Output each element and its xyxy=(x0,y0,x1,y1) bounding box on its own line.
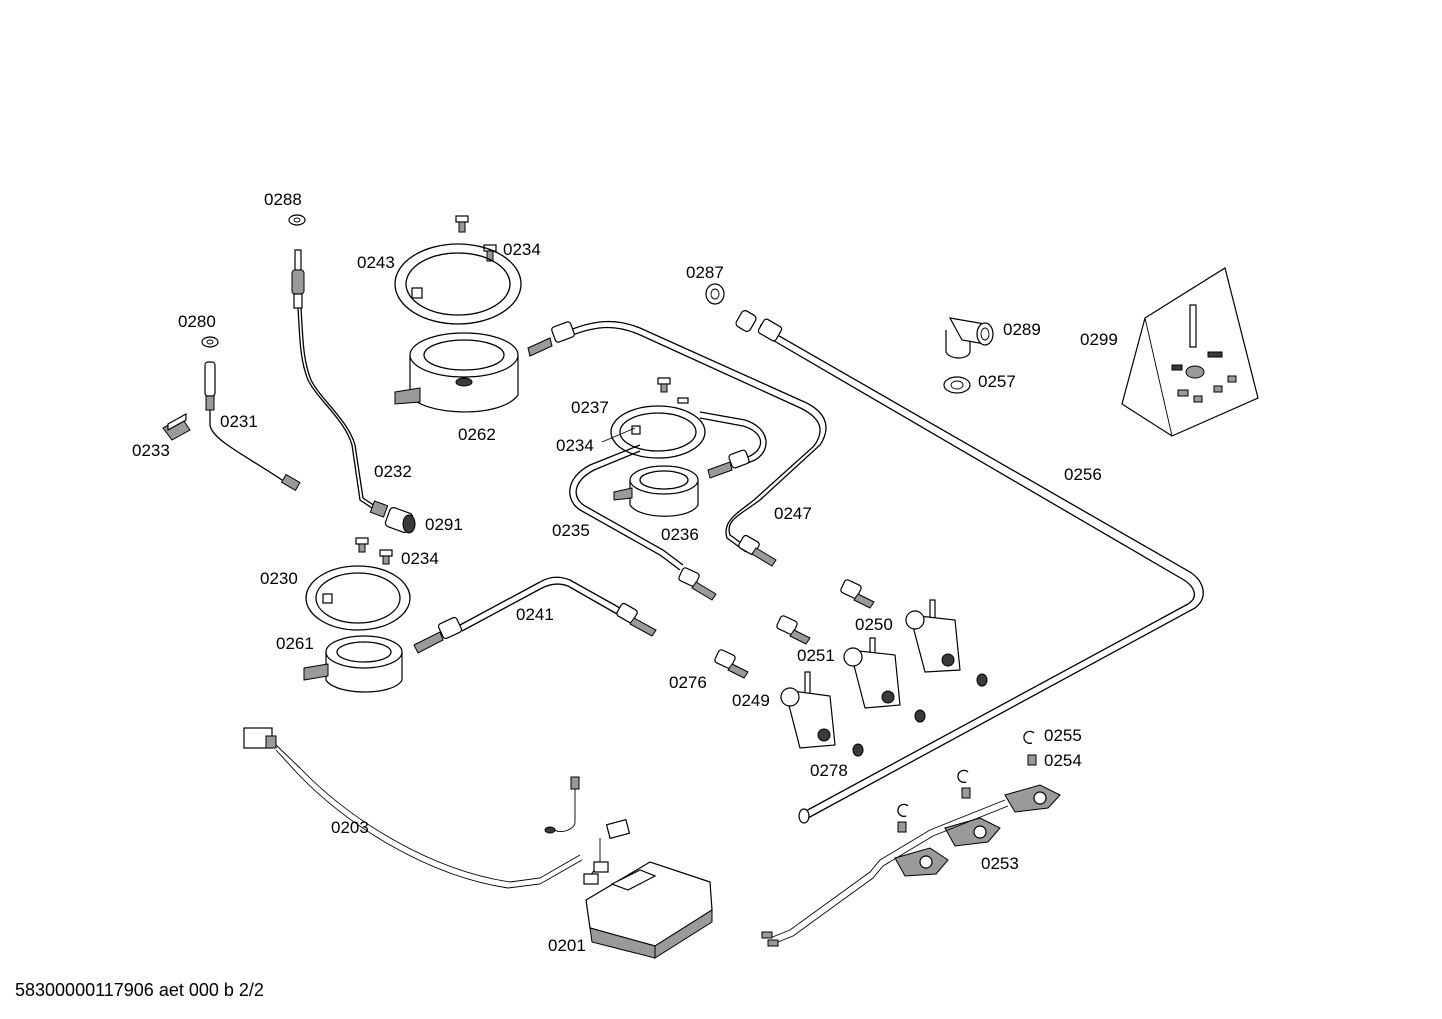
label-0237: 0237 xyxy=(571,398,609,417)
pipe-fitting-0247-bottom xyxy=(738,534,777,567)
label-0251: 0251 xyxy=(797,646,835,665)
label-0203: 0203 xyxy=(331,818,369,837)
burner-cup-0261 xyxy=(303,635,403,693)
label-0253: 0253 xyxy=(981,854,1019,873)
ignition-electrode-0231 xyxy=(204,361,301,492)
label-0235: 0235 xyxy=(552,521,590,540)
label-0250: 0250 xyxy=(855,615,893,634)
leader-lines xyxy=(601,427,636,443)
gas-pipe-0256 xyxy=(759,324,1204,824)
label-0234-c: 0234 xyxy=(401,549,439,568)
gas-valve-0249 xyxy=(780,671,836,749)
pipe-fitting-0256 xyxy=(735,310,783,342)
label-0278: 0278 xyxy=(810,761,848,780)
screw-0234-c2 xyxy=(379,549,393,565)
gas-valve-right xyxy=(905,599,961,673)
label-0261: 0261 xyxy=(276,634,314,653)
nut-0291 xyxy=(384,507,416,534)
gas-pipe-0235 xyxy=(569,411,767,571)
nut-0278 xyxy=(852,673,988,757)
pipe-fitting-0241-left xyxy=(413,616,463,654)
injector-0250 xyxy=(840,579,875,609)
pipe-fitting-0241-right xyxy=(616,602,657,637)
label-0262: 0262 xyxy=(458,425,496,444)
label-0234-a: 0234 xyxy=(503,240,541,259)
thermocouple-0232 xyxy=(291,249,389,518)
label-0287: 0287 xyxy=(686,263,724,282)
pipe-fitting-0235-b xyxy=(678,567,717,601)
label-0249: 0249 xyxy=(732,691,770,710)
label-0247: 0247 xyxy=(774,504,812,523)
gas-pipe-0241 xyxy=(459,576,621,632)
label-0280: 0280 xyxy=(178,312,216,331)
pipe-fitting-0235-a xyxy=(707,449,750,479)
label-0289: 0289 xyxy=(1003,320,1041,339)
label-0256: 0256 xyxy=(1064,465,1102,484)
label-0243: 0243 xyxy=(357,253,395,272)
washer-0280 xyxy=(201,336,219,348)
document-footer: 58300000117906 aet 000 b 2/2 xyxy=(15,980,264,1000)
label-0234-b: 0234 xyxy=(556,436,594,455)
label-0291: 0291 xyxy=(425,515,463,534)
injector-0251 xyxy=(776,615,811,645)
gas-valve-middle xyxy=(843,637,901,709)
washer-0288 xyxy=(288,214,306,226)
screw-0237 xyxy=(677,397,689,404)
label-0231: 0231 xyxy=(220,412,258,431)
label-0233: 0233 xyxy=(132,441,170,460)
spring-0254 xyxy=(897,754,1037,833)
burner-cup-0236 xyxy=(613,465,699,517)
clip-0233 xyxy=(162,412,191,441)
pipe-fitting-0247-top xyxy=(527,321,575,357)
screw-0234-c1 xyxy=(355,537,369,553)
burner-ring-0230 xyxy=(305,565,411,631)
seal-0257 xyxy=(943,376,971,394)
ignition-module-0201 xyxy=(585,861,713,959)
label-0230: 0230 xyxy=(260,569,298,588)
burner-ring-0237 xyxy=(610,405,706,459)
label-0255: 0255 xyxy=(1044,726,1082,745)
parts-bag-0299 xyxy=(1121,267,1259,437)
label-0257: 0257 xyxy=(978,372,1016,391)
label-0236: 0236 xyxy=(661,525,699,544)
label-0241: 0241 xyxy=(516,605,554,624)
part-labels: 0288 0243 0234 0280 0231 0233 0262 0232 … xyxy=(132,190,1118,955)
screw-0234-top xyxy=(455,215,469,233)
gas-pipe-0247 xyxy=(569,320,827,553)
label-0232: 0232 xyxy=(374,462,412,481)
ignition-switch-0253 xyxy=(761,784,1061,947)
label-0254: 0254 xyxy=(1044,751,1082,770)
elbow-connector-0289 xyxy=(945,317,994,359)
burner-cup-0262 xyxy=(394,332,519,413)
screw-0234-b xyxy=(657,377,671,393)
label-0201: 0201 xyxy=(548,936,586,955)
label-0299: 0299 xyxy=(1080,330,1118,349)
label-0276: 0276 xyxy=(669,673,707,692)
seal-0287 xyxy=(705,283,725,305)
clip-0255 xyxy=(897,730,1035,818)
label-0288: 0288 xyxy=(264,190,302,209)
injector-0276 xyxy=(714,649,749,679)
burner-ring-0243 xyxy=(394,243,522,325)
cable-0203 xyxy=(243,727,631,889)
